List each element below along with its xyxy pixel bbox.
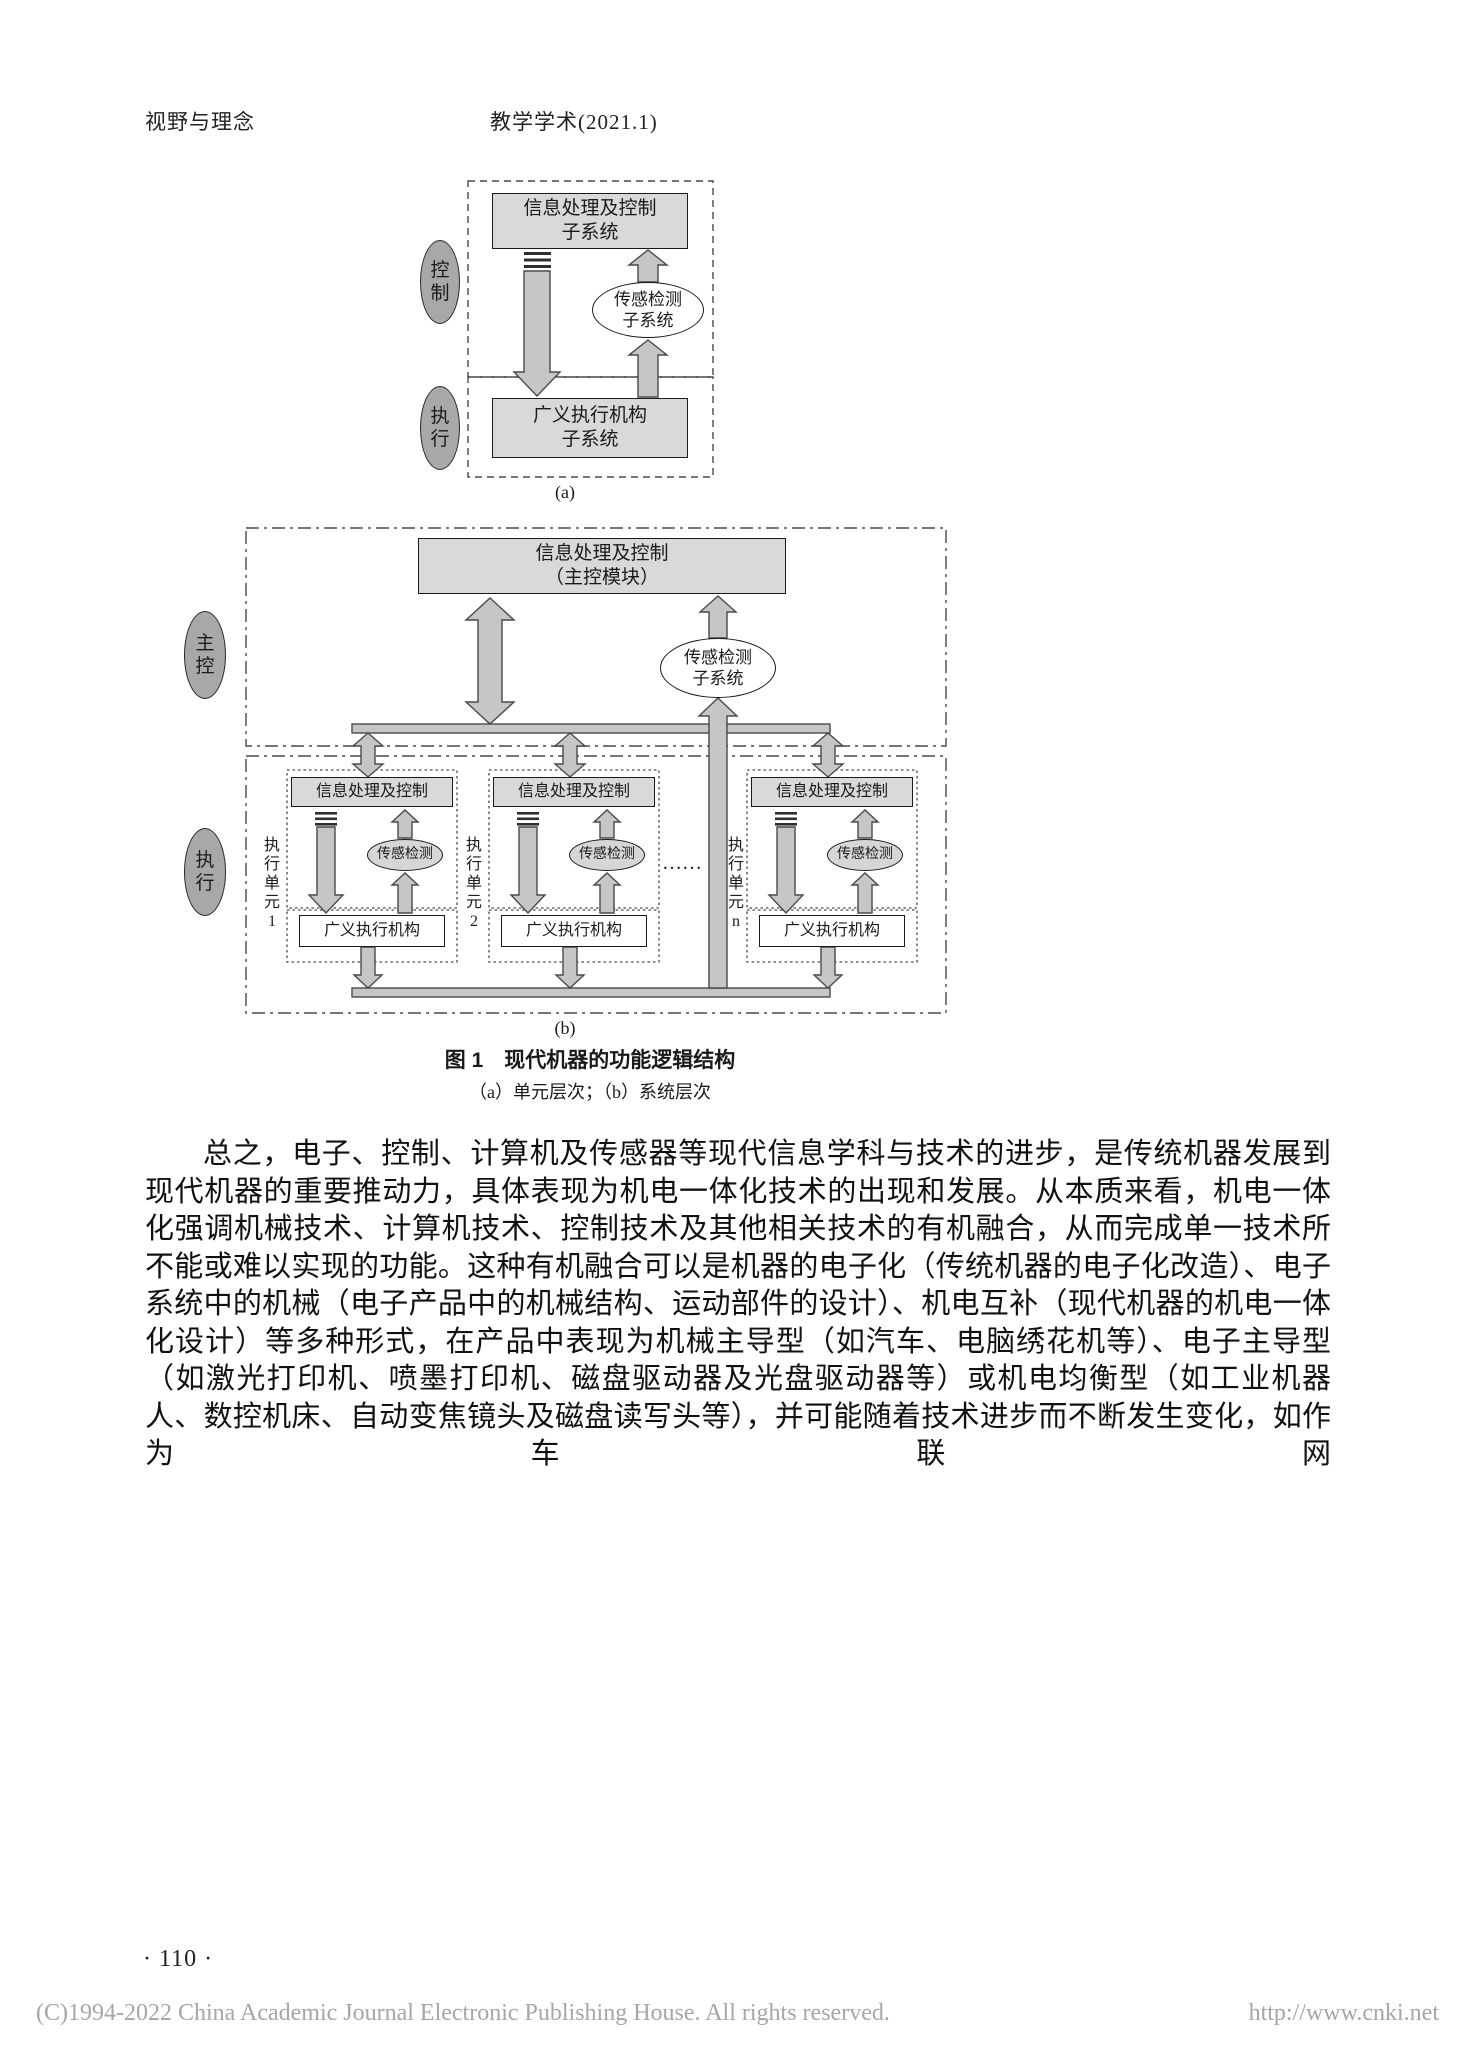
system-sensor-line2: 子系统 [692, 669, 744, 688]
footer-url: http://www.cnki.net [1248, 2000, 1439, 2026]
sensor-line2: 子系统 [622, 311, 674, 330]
long-up-arrow-sensor [697, 697, 739, 989]
up-arrow-unit1-sensor [390, 809, 420, 839]
diagram-a-arrows [512, 249, 670, 398]
unitn-info-text: 信息处理及控制 [775, 782, 888, 800]
up-arrow-unit2-sensor [592, 809, 622, 839]
double-arrow-unit2 [553, 732, 587, 778]
down-arrow-unit2 [509, 826, 547, 915]
system-sensor-subsystem-ellipse: 传感检测 子系统 [660, 638, 776, 698]
master-control-ellipse: 主控 [184, 611, 226, 699]
execute-level-ellipse: 执行 [420, 386, 460, 470]
unit2-info-text: 信息处理及控制 [517, 782, 630, 800]
master-control-label: 主控 [195, 633, 215, 677]
execute-layer-label: 执行 [195, 850, 215, 894]
figure-caption-title: 图 1 现代机器的功能逻辑结构 [444, 1049, 736, 1072]
unit1-actuator-text: 广义执行机构 [323, 921, 420, 939]
sensor-line1: 传感检测 [614, 289, 682, 309]
up-arrow-unit2-actuator [592, 872, 622, 914]
info-control-line2: 子系统 [561, 222, 619, 243]
footer-copyright: (C)1994-2022 China Academic Journal Elec… [36, 2000, 890, 2026]
diagram-a-signal-bars [524, 252, 551, 268]
subfigure-a-label: (a) [555, 482, 575, 502]
diagram-b-frame [245, 527, 947, 1014]
unit2-actuator-text: 广义执行机构 [525, 921, 622, 939]
unit1-sensor-ellipse: 传感检测 [367, 839, 443, 871]
diagram-b-buses [351, 723, 831, 998]
up-arrow-unitn-actuator [850, 872, 880, 914]
execute-layer-ellipse: 执行 [184, 828, 226, 916]
body-paragraph: 总之，电子、控制、计算机及传感器等现代信息学科与技术的进步，是传统机器发展到现代… [145, 1138, 1331, 1470]
footer: (C)1994-2022 China Academic Journal Elec… [36, 2000, 1439, 2027]
main-control-module-box: 信息处理及控制 （主控模块） [418, 538, 786, 594]
main-box-line2: （主控模块） [544, 567, 659, 588]
main-box-line1: 信息处理及控制 [535, 542, 669, 564]
down-arrow-unit1 [307, 826, 345, 915]
unit1-vertical-label: 执行单元1 [263, 837, 280, 930]
up-arrow [626, 249, 670, 283]
actuator-subsystem-box: 广义执行机构 子系统 [492, 398, 688, 458]
down-arrow-unitn-bus [812, 946, 844, 989]
down-arrow-unitn [767, 826, 805, 915]
figure-caption-subtitle: （a）单元层次；（b）系统层次 [469, 1082, 711, 1102]
unit2-actuator-box: 广义执行机构 [501, 915, 647, 947]
top-bus [351, 723, 831, 734]
unitn-vertical-label: 执行单元n [727, 837, 744, 930]
up-arrow-unitn-sensor [850, 809, 880, 839]
double-arrow-unitn [811, 732, 845, 778]
up-arrow [626, 339, 670, 398]
info-control-subsystem-box: 信息处理及控制 子系统 [492, 193, 688, 249]
down-arrow-unit1-bus [352, 946, 384, 989]
unit2-vertical-label: 执行单元2 [465, 837, 482, 930]
subfigure-b-label: (b) [554, 1018, 576, 1038]
unitn-sensor-ellipse: 传感检测 [827, 839, 903, 871]
actuator-line2: 子系统 [561, 429, 619, 450]
header-section-title: 视野与理念 [145, 110, 255, 134]
info-control-line1: 信息处理及控制 [523, 197, 657, 219]
sensor-subsystem-ellipse: 传感检测 子系统 [592, 282, 704, 338]
up-arrow-unit1-actuator [390, 872, 420, 914]
control-level-ellipse: 控制 [420, 240, 460, 324]
unitn-actuator-text: 广义执行机构 [783, 921, 880, 939]
unitn-info-box: 信息处理及控制 [751, 777, 913, 807]
unitn-actuator-box: 广义执行机构 [759, 915, 905, 947]
down-arrow [512, 270, 562, 398]
diagram-b-unit-signal-bars [315, 812, 797, 826]
diagram-a-frame [467, 180, 714, 478]
double-arrow-unit1 [351, 732, 385, 778]
up-arrow-sensor [698, 595, 738, 639]
unit1-sensor-text: 传感检测 [377, 847, 433, 863]
system-sensor-line1: 传感检测 [684, 647, 752, 667]
unit2-info-box: 信息处理及控制 [493, 777, 655, 807]
execute-level-label: 执行 [430, 406, 450, 450]
unit1-info-text: 信息处理及控制 [315, 782, 428, 800]
units-ellipsis: …… [662, 852, 702, 874]
page-number: · 110 · [143, 1946, 214, 1972]
unitn-sensor-text: 传感检测 [837, 847, 893, 863]
control-level-label: 控制 [430, 260, 450, 304]
unit1-info-box: 信息处理及控制 [291, 777, 453, 807]
header-journal-title: 教学学术(2021.1) [490, 110, 658, 134]
unit1-actuator-box: 广义执行机构 [299, 915, 445, 947]
actuator-line1: 广义执行机构 [532, 404, 647, 426]
down-arrow-unit2-bus [554, 946, 586, 989]
bottom-bus [351, 987, 831, 998]
unit2-sensor-ellipse: 传感检测 [569, 839, 645, 871]
unit2-sensor-text: 传感检测 [579, 847, 635, 863]
double-arrow-main [464, 597, 516, 725]
